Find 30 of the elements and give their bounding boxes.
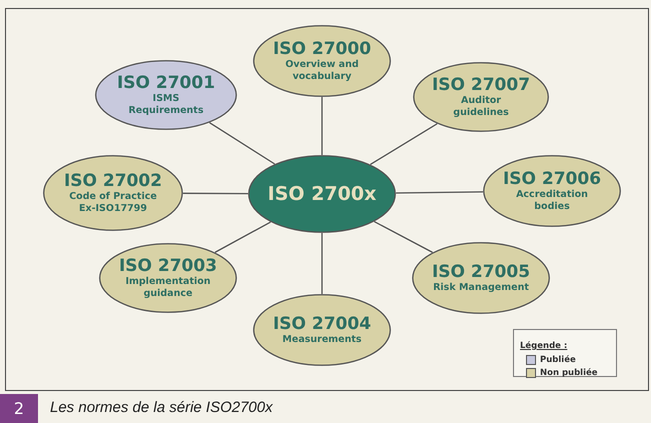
connector-line <box>321 233 323 294</box>
connector-line <box>396 191 484 194</box>
connector-line <box>209 122 276 165</box>
standard-title: ISO 27001 <box>116 74 216 92</box>
standard-title: ISO 27004 <box>272 314 372 334</box>
standard-title: ISO 2700x <box>268 184 376 204</box>
standard-description: Risk Management <box>433 282 529 294</box>
standard-description: Auditor guidelines <box>452 94 510 118</box>
standard-description: Implementation guidance <box>124 276 212 300</box>
standard-description: Measurements <box>282 334 362 346</box>
connector-line <box>374 221 433 253</box>
standard-title: ISO 27003 <box>118 256 218 276</box>
standard-title: ISO 27006 <box>502 170 602 188</box>
connector-line <box>183 192 248 194</box>
standard-title: ISO 27007 <box>432 76 530 94</box>
standard-title: ISO 27000 <box>272 40 372 58</box>
standard-title: ISO 27005 <box>432 262 530 282</box>
connector-line <box>214 221 271 253</box>
standard-description: Code of Practice Ex-ISO17799 <box>68 190 158 214</box>
figure-number: 2 <box>0 394 38 423</box>
standard-title: ISO 27002 <box>64 172 162 190</box>
figure-caption: Les normes de la série ISO2700x <box>50 399 273 416</box>
legend-label: Non publiée <box>540 368 598 378</box>
legend-label: Publiée <box>540 355 576 365</box>
connector-line <box>321 97 323 155</box>
standard-description: Accreditation bodies <box>515 188 589 212</box>
standard-description: Overview and vocabulary <box>284 58 360 82</box>
standard-description: ISMS Requirements <box>127 92 204 116</box>
connector-line <box>370 123 438 166</box>
legend-title: Légende : <box>520 341 568 351</box>
